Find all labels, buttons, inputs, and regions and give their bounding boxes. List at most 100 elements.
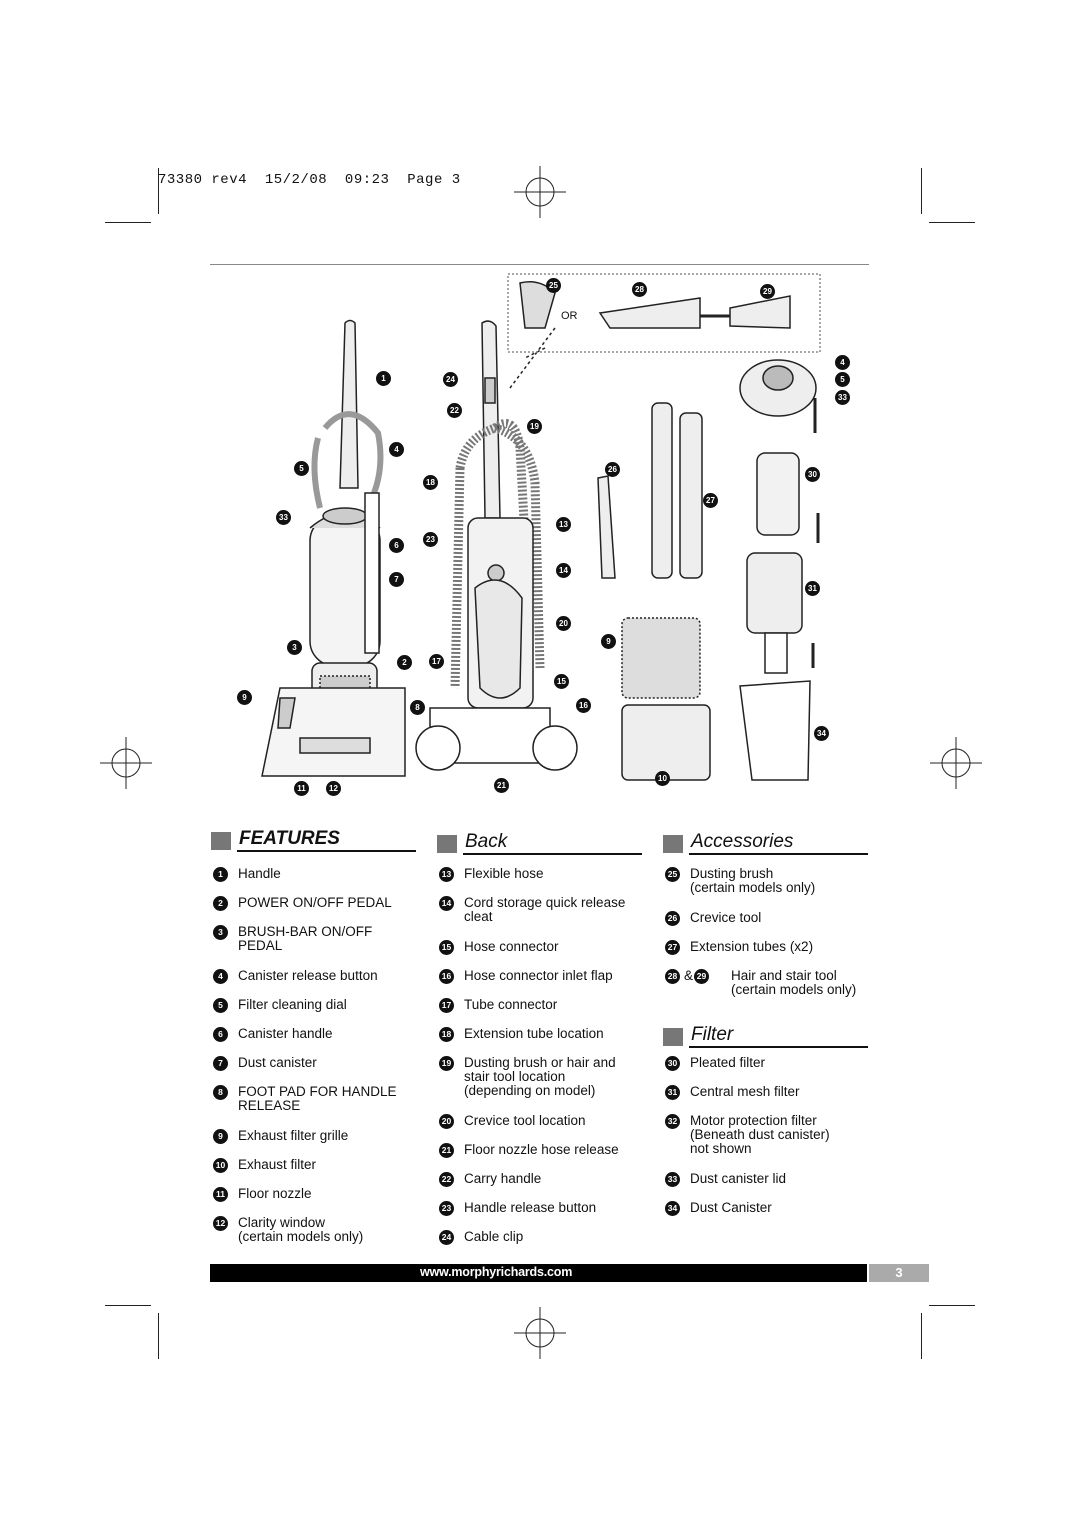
callout-6: 6	[389, 538, 404, 553]
accessories-title: Accessories	[691, 831, 794, 852]
callout-28: 28	[632, 282, 647, 297]
callout-13: 13	[556, 517, 571, 532]
item-number: 24	[439, 1230, 454, 1245]
front-view-illustration	[261, 319, 406, 777]
item-text: Floor nozzle	[238, 1186, 312, 1201]
item-number: 27	[665, 940, 680, 955]
heading-underline	[689, 853, 868, 855]
item-number: 2	[213, 896, 228, 911]
tools-illustration	[597, 402, 711, 781]
item-number: 13	[439, 867, 454, 882]
filter-heading: Filter	[663, 1024, 868, 1048]
item-number: 8	[213, 1085, 228, 1100]
item-text: Dust canister	[238, 1055, 317, 1070]
item-text: Flexible hose	[464, 866, 544, 881]
item-text: Dusting brush (certain models only)	[690, 866, 816, 895]
registration-mark-icon	[930, 737, 982, 789]
footer-bar	[210, 1264, 867, 1282]
item-text: Cable clip	[464, 1229, 524, 1244]
item-text: Canister release button	[238, 968, 378, 983]
callout-19: 19	[527, 419, 542, 434]
item-number: 11	[213, 1187, 228, 1202]
item-number: 28	[665, 969, 680, 984]
callout-2: 2	[397, 655, 412, 670]
item-number: 33	[665, 1172, 680, 1187]
item-text: POWER ON/OFF PEDAL	[238, 895, 392, 910]
item-text: Handle release button	[464, 1200, 597, 1215]
crop-mark	[929, 1305, 975, 1306]
back-heading: Back	[437, 831, 642, 855]
item-text: Central mesh filter	[690, 1084, 800, 1099]
item-text: FOOT PAD FOR HANDLE RELEASE	[238, 1084, 397, 1113]
item-text: Hair and stair tool (certain models only…	[731, 968, 857, 997]
registration-mark-icon	[100, 737, 152, 789]
item-text: Hose connector inlet flap	[464, 968, 613, 983]
ampersand: &	[684, 968, 694, 983]
item-number: 5	[213, 998, 228, 1013]
callout-5: 5	[294, 461, 309, 476]
callout-30: 30	[805, 467, 820, 482]
filter-title: Filter	[691, 1024, 734, 1045]
item-number: 29	[694, 969, 709, 984]
callout-22: 22	[447, 403, 462, 418]
accessories-heading: Accessories	[663, 831, 868, 855]
item-text: Pleated filter	[690, 1055, 766, 1070]
accessories-inset	[507, 273, 821, 353]
callout-17: 17	[429, 654, 444, 669]
item-number: 31	[665, 1085, 680, 1100]
callout-26: 26	[605, 462, 620, 477]
callout-23: 23	[423, 532, 438, 547]
item-number: 7	[213, 1056, 228, 1071]
top-rule	[210, 264, 869, 265]
item-text: Dust canister lid	[690, 1171, 787, 1186]
item-text: BRUSH-BAR ON/OFF PEDAL	[238, 924, 373, 953]
item-text: Exhaust filter grille	[238, 1128, 349, 1143]
item-number: 12	[213, 1216, 228, 1231]
item-number: 34	[665, 1201, 680, 1216]
item-text: Canister handle	[238, 1026, 333, 1041]
callout-14: 14	[556, 563, 571, 578]
item-number: 6	[213, 1027, 228, 1042]
item-number: 23	[439, 1201, 454, 1216]
filter-stack-illustration	[739, 359, 820, 781]
crop-mark	[105, 222, 151, 223]
item-text: Extension tubes (x2)	[690, 939, 814, 954]
crop-mark	[158, 1313, 159, 1359]
heading-square	[663, 835, 683, 853]
item-number: 16	[439, 969, 454, 984]
item-number: 9	[213, 1129, 228, 1144]
item-number: 17	[439, 998, 454, 1013]
callout-3: 3	[287, 640, 302, 655]
registration-mark-icon	[514, 1307, 566, 1359]
item-text: Hose connector	[464, 939, 559, 954]
back-title: Back	[465, 831, 508, 852]
callout-20: 20	[556, 616, 571, 631]
callout-11: 11	[294, 781, 309, 796]
callout-29: 29	[760, 284, 775, 299]
item-number: 26	[665, 911, 680, 926]
page-number: 3	[869, 1264, 929, 1282]
or-label: OR	[561, 310, 578, 322]
callout-25: 25	[546, 278, 561, 293]
heading-square	[663, 1028, 683, 1046]
item-number: 18	[439, 1027, 454, 1042]
crop-mark	[921, 1313, 922, 1359]
item-number: 3	[213, 925, 228, 940]
callout-33b: 33	[835, 390, 850, 405]
callout-4: 4	[389, 442, 404, 457]
callout-9b: 9	[601, 634, 616, 649]
callout-33: 33	[276, 510, 291, 525]
item-number: 10	[213, 1158, 228, 1173]
callout-31: 31	[805, 581, 820, 596]
item-number: 25	[665, 867, 680, 882]
callout-4b: 4	[835, 355, 850, 370]
crop-mark	[105, 1305, 151, 1306]
crop-mark	[921, 168, 922, 214]
back-view-illustration	[415, 320, 578, 771]
callout-34: 34	[814, 726, 829, 741]
item-number: 19	[439, 1056, 454, 1071]
callout-8: 8	[410, 700, 425, 715]
footer-url[interactable]: www.morphyrichards.com	[420, 1265, 573, 1279]
callout-18: 18	[423, 475, 438, 490]
item-text: Filter cleaning dial	[238, 997, 347, 1012]
